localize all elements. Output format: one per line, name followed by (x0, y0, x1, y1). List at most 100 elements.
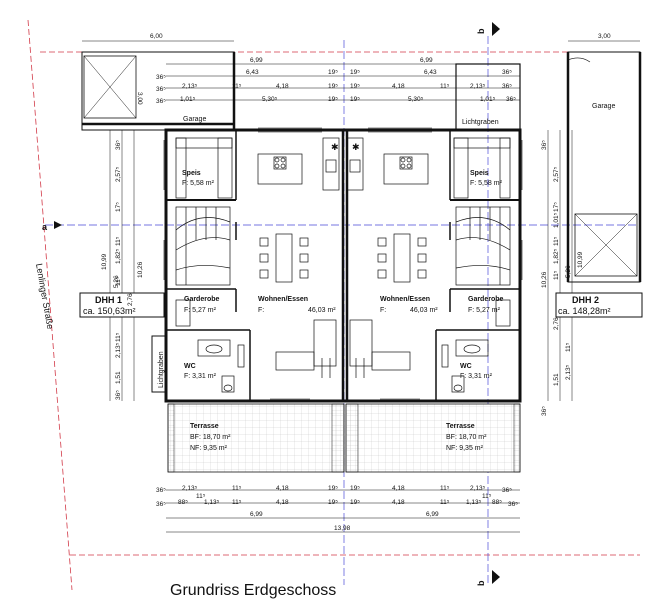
dim-text: 1,13⁵ (204, 499, 220, 506)
dim-text: 5,30⁵ (262, 96, 278, 103)
terraces (167, 403, 521, 473)
dim-text: 11⁵ (232, 83, 242, 90)
dim-text: 19⁵ (328, 485, 338, 492)
dim-text: 88⁵ (492, 499, 502, 506)
room-garderobe-left-area: F: 5,27 m² (184, 307, 217, 314)
room-wc-right-area: F: 3,31 m² (460, 373, 493, 380)
windows (163, 127, 523, 400)
dim-text: 11⁵ (196, 493, 206, 500)
room-terrasse-right-nf: NF: 9,35 m² (446, 445, 484, 452)
dim-text: 11⁵ (115, 276, 122, 286)
dim-text: 1,13⁵ (466, 499, 482, 506)
dim-text: 19⁵ (350, 499, 360, 506)
section-b-top: b (476, 28, 486, 34)
room-speis-right: Speis (470, 170, 489, 177)
room-terrasse-right-bf: BF: 18,70 m² (446, 434, 487, 441)
section-a: a (42, 222, 48, 232)
room-wohnen-left-prefix: F: (258, 307, 264, 314)
room-speis-left: Speis (182, 170, 201, 177)
room-terrasse-left: Terrasse (190, 423, 219, 430)
dim-bottom-left: 6,99 (250, 511, 263, 518)
garage-right (566, 51, 642, 283)
dim-text: 36⁵ (502, 487, 512, 494)
dim-bottom-total: 13,98 (334, 525, 351, 532)
dim-text: 17⁵ (553, 202, 560, 212)
dim-text: 19⁵ (350, 69, 360, 76)
dim-text: 6,43 (424, 69, 437, 76)
dim-text: 36⁵ (506, 96, 516, 103)
building-walls (151, 63, 522, 403)
dim-text: 1,51 (553, 373, 560, 386)
dim-text: 36⁵ (156, 98, 166, 105)
dim-text: 11⁵ (565, 342, 572, 352)
room-terrasse-right: Terrasse (446, 423, 475, 430)
room-wc-left: WC (184, 363, 196, 370)
dim-text: 36⁵ (156, 86, 166, 93)
dim-text: 11⁵ (482, 493, 492, 500)
room-terrasse-left-bf: BF: 18,70 m² (190, 434, 231, 441)
dim-text: 36⁵ (541, 406, 548, 416)
furniture-right (346, 137, 511, 393)
dim-text: 5,26 (113, 275, 120, 288)
dim-text: 36⁵ (156, 501, 166, 508)
dim-bottom-row2: 36⁵ 88⁵ 1,13⁵ 11⁵ 4,18 19⁵ 19⁵ 4,18 11⁵ … (156, 499, 518, 508)
dim-text: 36⁵ (502, 69, 512, 76)
dim-text: 36⁵ (115, 140, 122, 150)
room-garage-left: Garage (183, 116, 206, 123)
dim-text: 1,51 (115, 371, 122, 384)
dim-text: 11⁵ (440, 83, 450, 90)
dim-text: 4,18 (276, 499, 289, 506)
dim-garage-left: 6,00 (150, 33, 163, 40)
dim-text: 1,01⁵ (180, 96, 196, 103)
dhh2-area: ca. 148,28m² (558, 306, 611, 316)
dim-row3: 36⁵ 2,13⁵ 11⁵ 4,18 19⁵ 19⁵ 4,18 11⁵ 2,13… (156, 83, 512, 93)
street-label: Lenlinger Straße (34, 263, 55, 330)
dim-bottom-row1: 36⁵ 2,13⁵ 11⁵ 4,18 19⁵ 19⁵ 4,18 11⁵ 2,13… (156, 485, 512, 500)
dim-text: 19⁵ (328, 499, 338, 506)
dim-text: 11⁵ (440, 485, 450, 492)
dim-text: 10,26 (137, 261, 144, 278)
dim-text: 2,57⁵ (115, 166, 122, 182)
dim-text: 11⁵ (115, 236, 122, 246)
dim-text: 10,26 (541, 271, 548, 288)
dim-row4: 36⁵ 1,01⁵ 5,30⁵ 19⁵ 19⁵ 5,30⁵ 1,01⁵ 36⁵ (156, 96, 516, 105)
dhh1-label: DHH 1 (95, 295, 122, 305)
dim-text: 1,01⁵ (480, 96, 496, 103)
dhh2-box (555, 292, 643, 318)
room-wohnen-right-prefix: F: (380, 307, 386, 314)
dimension-lines (82, 40, 640, 533)
dim-text: 2,13⁵ (470, 485, 486, 492)
dim-text: 11⁵ (440, 499, 450, 506)
dim-text: 36⁵ (156, 487, 166, 494)
room-terrasse-left-nf: NF: 9,35 m² (190, 445, 228, 452)
room-wc-left-area: F: 3,31 m² (184, 373, 217, 380)
room-wohnen-right: Wohnen/Essen (380, 296, 430, 303)
dim-text: 2,76 (553, 317, 560, 330)
dim-text: 4,18 (392, 499, 405, 506)
dim-right-vertical: 36⁵ 2,57⁵ 17⁵ 1,01⁵ 11⁵ 1,82⁵ 11⁵ 2,76 1… (541, 140, 584, 416)
dim-text: 1,82⁵ (115, 248, 122, 264)
section-b-bottom: b (476, 580, 486, 586)
room-wohnen-left-area: 46,03 m² (308, 307, 336, 314)
dim-text: 36⁵ (541, 140, 548, 150)
dim-text: 5,30⁵ (408, 96, 424, 103)
dim-text: 4,18 (276, 485, 289, 492)
room-garderobe-left: Garderobe (184, 296, 220, 303)
dim-text: 19⁵ (350, 96, 360, 103)
dim-text: 36⁵ (156, 74, 166, 81)
dhh2-label: DHH 2 (572, 295, 599, 305)
page-title: Grundriss Erdgeschoss (170, 582, 336, 599)
dim-text: 6,43 (246, 69, 259, 76)
chimney-icon: ✱ (331, 142, 339, 152)
dim-text: 1,01⁵ (553, 212, 560, 228)
dhh1-area: ca. 150,63m² (83, 306, 136, 316)
dim-text: 36⁵ (115, 390, 122, 400)
dim-row1-left: 6,99 (250, 57, 263, 64)
room-wohnen-right-area: 46,03 m² (410, 307, 438, 314)
dim-text: 11⁵ (232, 499, 242, 506)
dim-text: 5,26 (565, 265, 572, 278)
section-arrow-icon (54, 22, 500, 584)
dim-text: 11⁵ (115, 332, 122, 342)
dim-garage-depth: 3,00 (136, 92, 143, 105)
